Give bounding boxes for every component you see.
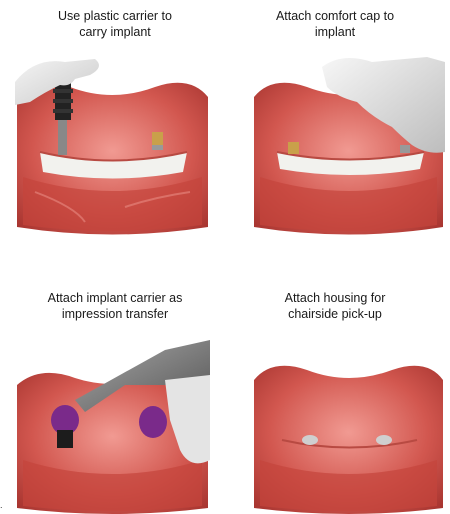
panel-plastic-carrier: Use plastic carrier to carry implant (0, 0, 225, 257)
panel-housing-pickup: Attach housing for chairside pick-up (225, 257, 450, 514)
panel-caption: Attach comfort cap to implant (230, 8, 440, 40)
panel-caption: Attach housing for chairside pick-up (230, 290, 440, 322)
panel-caption: Use plastic carrier to carry implant (10, 8, 220, 40)
impression-transfer-illustration (15, 340, 210, 514)
panel-caption: Attach implant carrier as impression tra… (8, 290, 222, 322)
stray-mark: . (0, 500, 3, 510)
panel-comfort-cap: Attach comfort cap to implant (225, 0, 450, 257)
housing-pickup-illustration (252, 340, 445, 514)
plastic-carrier-implant-illustration (15, 57, 210, 235)
panel-impression-transfer: Attach implant carrier as impression tra… (0, 257, 225, 514)
comfort-cap-illustration (252, 57, 445, 235)
